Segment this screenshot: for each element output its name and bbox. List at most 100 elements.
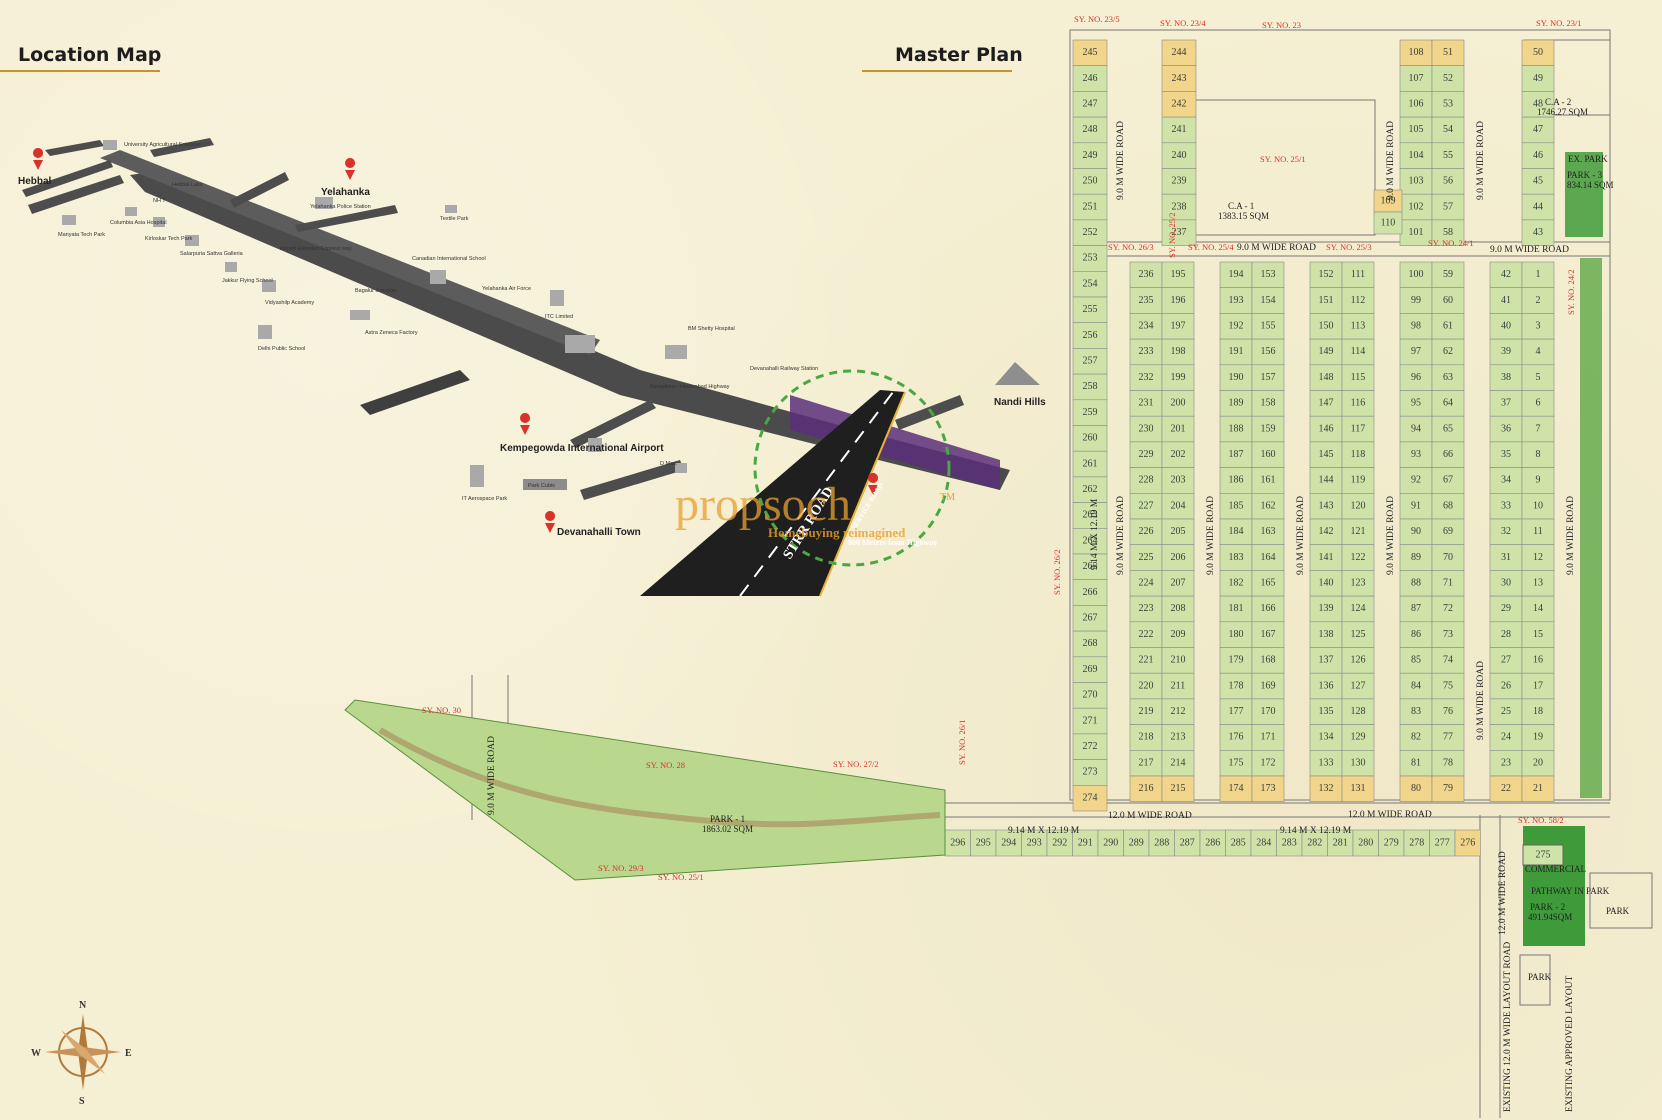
plot-cell bbox=[1219, 724, 1253, 751]
plot-cell bbox=[1161, 193, 1197, 221]
plot-number: 202 bbox=[1171, 449, 1186, 460]
plot-number: 81 bbox=[1411, 757, 1421, 768]
syno-26-1: SY. NO. 26/1 bbox=[957, 719, 967, 765]
plot-cell bbox=[1341, 415, 1375, 443]
label-airforce: Yelahanka Air Force bbox=[482, 286, 531, 292]
plot-number: 71 bbox=[1443, 578, 1453, 589]
plot-cell bbox=[1161, 91, 1197, 118]
plot-cell bbox=[944, 829, 971, 857]
plot-number: 220 bbox=[1139, 680, 1154, 691]
plot-number: 10 bbox=[1533, 500, 1543, 511]
plot-cell bbox=[1161, 219, 1197, 246]
plot-number: 243 bbox=[1172, 73, 1187, 84]
label-railway: Devanahalli Railway Station bbox=[750, 366, 818, 372]
ca1-area: 1383.15 SQM bbox=[1218, 211, 1269, 221]
plot-number: 28 bbox=[1501, 629, 1511, 640]
plot-cell bbox=[1161, 518, 1195, 546]
plot-number: 230 bbox=[1139, 423, 1154, 434]
plot-number: 94 bbox=[1411, 423, 1421, 434]
plot-number: 231 bbox=[1139, 398, 1154, 409]
plot-number: 282 bbox=[1307, 837, 1322, 848]
building-manyata bbox=[62, 215, 76, 225]
plot-number: 33 bbox=[1501, 500, 1511, 511]
plot-cell bbox=[1072, 450, 1108, 478]
plot-number: 264 bbox=[1083, 535, 1098, 546]
plot-number: 9 bbox=[1536, 475, 1541, 486]
plot-number: 132 bbox=[1319, 783, 1334, 794]
plot-cell bbox=[1431, 570, 1465, 597]
plot-number: 164 bbox=[1261, 552, 1276, 563]
plot-cell bbox=[1489, 672, 1523, 700]
plot-cell bbox=[1251, 338, 1285, 366]
place-label-hebbal: Hebbal bbox=[18, 176, 52, 187]
plot-number: 26 bbox=[1501, 680, 1511, 691]
road-12m-v-south: 12.0 M WIDE ROAD bbox=[1498, 851, 1508, 935]
plot-number: 130 bbox=[1351, 757, 1366, 768]
plot-number: 20 bbox=[1533, 757, 1543, 768]
plot-number: 205 bbox=[1171, 526, 1186, 537]
plot-cell bbox=[1399, 65, 1433, 92]
plot-number: 125 bbox=[1351, 629, 1366, 640]
plot-number: 281 bbox=[1333, 837, 1348, 848]
plot-cell bbox=[1072, 605, 1108, 632]
plot-number: 85 bbox=[1411, 655, 1421, 666]
str-road bbox=[640, 390, 905, 596]
plot-cell bbox=[1219, 415, 1253, 443]
doddaballapur-road bbox=[295, 205, 398, 232]
syno-24-2: SY. NO. 24/2 bbox=[1566, 269, 1576, 315]
plot-number: 96 bbox=[1411, 372, 1421, 383]
plot-number: 76 bbox=[1443, 706, 1453, 717]
syno-25-2: SY. NO. 25/2 bbox=[1167, 212, 1177, 258]
plot-number: 120 bbox=[1351, 500, 1366, 511]
plot-cell bbox=[1431, 544, 1465, 571]
pin-devanahalli bbox=[545, 511, 556, 533]
plot-cell bbox=[1219, 492, 1253, 520]
small-landmark-labels: University Agricultural Sciences Hebbal … bbox=[58, 142, 818, 502]
syno-23: SY. NO. 23 bbox=[1262, 20, 1301, 30]
plot-cell bbox=[1489, 647, 1523, 674]
plot-cell bbox=[1489, 775, 1523, 803]
plot-number: 273 bbox=[1083, 767, 1098, 778]
plot-cell bbox=[1219, 647, 1253, 674]
plot-number: 153 bbox=[1261, 269, 1276, 280]
label-canadian: Canadian International School bbox=[412, 256, 486, 262]
plot-number: 59 bbox=[1443, 269, 1453, 280]
park-1-strip bbox=[344, 699, 946, 881]
hebbal-road-4 bbox=[150, 138, 214, 157]
plot-number: 259 bbox=[1083, 407, 1098, 418]
plot-number: 43 bbox=[1533, 227, 1543, 238]
plot-cell bbox=[1072, 784, 1108, 812]
plot-number: 16 bbox=[1533, 655, 1543, 666]
commercial-label: COMMERCIAL bbox=[1525, 864, 1586, 874]
str-road-center bbox=[739, 391, 894, 597]
plot-number: 236 bbox=[1139, 269, 1154, 280]
plot-number: 188 bbox=[1229, 423, 1244, 434]
plot-number: 5 bbox=[1536, 372, 1541, 383]
plot-cell bbox=[1129, 544, 1163, 571]
label-vidyashilp: Vidyashilp Academy bbox=[265, 300, 314, 306]
building-galleria bbox=[185, 235, 199, 246]
plot-cell bbox=[1072, 759, 1108, 786]
plot-number: 37 bbox=[1501, 398, 1511, 409]
park-right-label: PARK bbox=[1606, 906, 1630, 916]
plot-cell bbox=[1521, 415, 1555, 443]
plot-cell bbox=[1341, 544, 1375, 571]
plot-number: 149 bbox=[1319, 346, 1334, 357]
plot-cell bbox=[1251, 621, 1285, 648]
plot-number: 40 bbox=[1501, 321, 1511, 332]
plot-number: 212 bbox=[1171, 706, 1186, 717]
plot-number: 287 bbox=[1180, 837, 1195, 848]
plot-cell bbox=[1225, 829, 1252, 857]
plot-275 bbox=[1522, 844, 1564, 866]
plot-number: 46 bbox=[1533, 150, 1543, 161]
plot-cell bbox=[1403, 829, 1430, 857]
label-textile: Textile Park bbox=[440, 216, 469, 222]
plot-cell bbox=[1431, 65, 1465, 92]
plot-number: 61 bbox=[1443, 321, 1453, 332]
plot-cell bbox=[1309, 570, 1343, 597]
plot-number: 215 bbox=[1171, 783, 1186, 794]
plot-cell bbox=[1251, 544, 1285, 571]
plot-number: 158 bbox=[1261, 398, 1276, 409]
park2-name: PARK - 2 bbox=[1530, 902, 1565, 912]
